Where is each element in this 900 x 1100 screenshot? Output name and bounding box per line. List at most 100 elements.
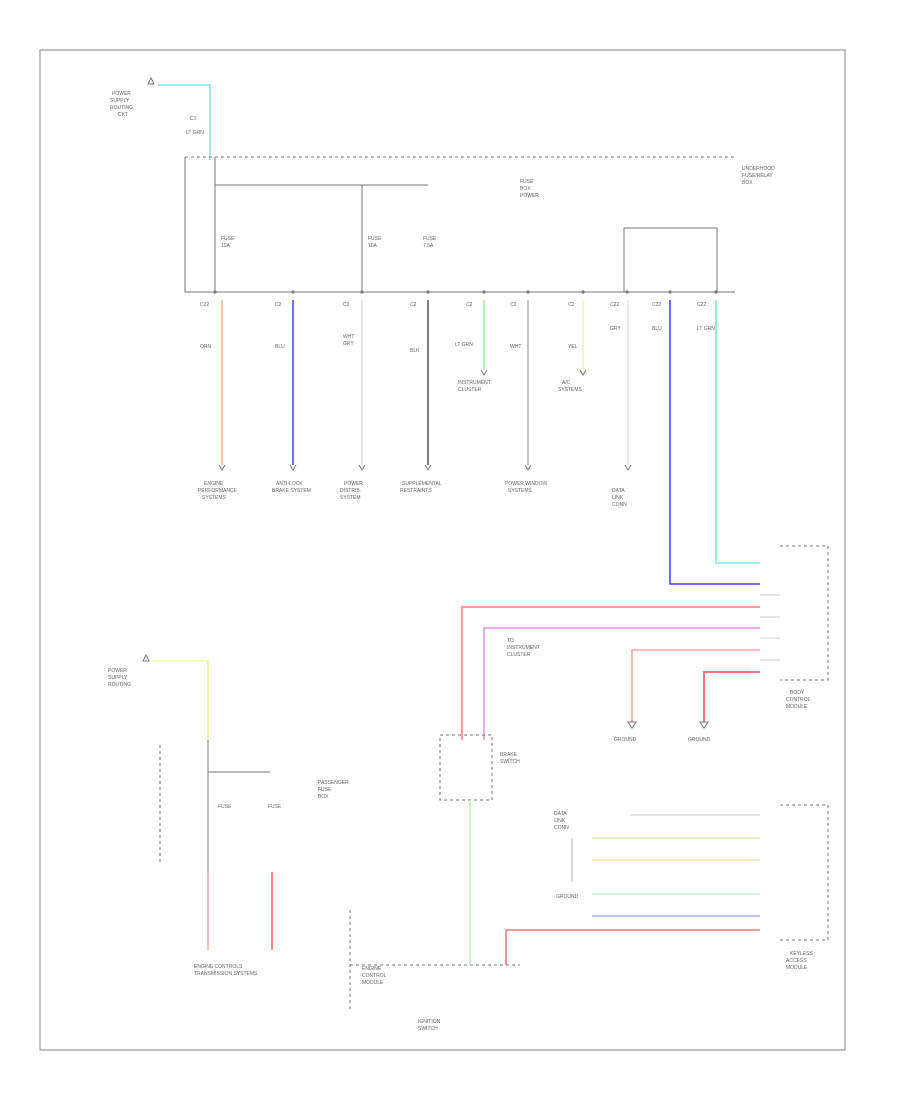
svg-text:C2: C2 xyxy=(410,302,417,308)
svg-text:CLUSTER: CLUSTER xyxy=(507,652,531,658)
fuse-terminals xyxy=(213,290,718,294)
lower-right-module xyxy=(780,804,829,941)
svg-text:BOX: BOX xyxy=(520,186,531,192)
svg-text:SYSTEMS: SYSTEMS xyxy=(558,387,583,393)
svg-text:POWER: POWER xyxy=(108,668,127,674)
svg-text:KEYLESS: KEYLESS xyxy=(790,951,813,957)
svg-text:WHT: WHT xyxy=(510,344,521,350)
battery-source-top: POWER SUPPLY ROUTING CKT xyxy=(110,76,155,118)
svg-text:FUSE: FUSE xyxy=(423,236,437,242)
svg-text:GRY: GRY xyxy=(610,326,621,332)
svg-text:C22: C22 xyxy=(652,302,661,308)
svg-text:SUPPLY: SUPPLY xyxy=(108,675,128,681)
svg-text:SYSTEMS: SYSTEMS xyxy=(202,495,227,501)
svg-text:DATA: DATA xyxy=(554,811,567,817)
wire-red-short xyxy=(703,671,760,722)
svg-text:SYSTEM: SYSTEM xyxy=(340,495,361,501)
svg-text:CONN: CONN xyxy=(554,825,569,831)
svg-text:DISTRIB.: DISTRIB. xyxy=(340,488,361,494)
svg-text:FUSE/RELAY: FUSE/RELAY xyxy=(742,173,773,179)
svg-text:LINK: LINK xyxy=(612,495,624,501)
svg-text:SYSTEMS: SYSTEMS xyxy=(508,488,533,494)
destination-arrows xyxy=(218,369,632,471)
svg-text:CONTROL: CONTROL xyxy=(786,697,811,703)
svg-text:YEL: YEL xyxy=(568,344,578,350)
svg-text:ORN: ORN xyxy=(200,344,212,350)
svg-text:BRAKE SYSTEM: BRAKE SYSTEM xyxy=(272,488,311,494)
svg-text:WHT: WHT xyxy=(343,334,354,340)
wire-red-bottom xyxy=(505,929,760,965)
svg-text:POWER WINDOW: POWER WINDOW xyxy=(505,481,547,487)
svg-text:UNDERHOOD: UNDERHOOD xyxy=(742,166,775,172)
wire-cyan-right xyxy=(715,300,760,564)
svg-text:PERFORMANCE: PERFORMANCE xyxy=(198,488,238,494)
svg-text:FUSE: FUSE xyxy=(218,804,232,810)
svg-text:INSTRUMENT: INSTRUMENT xyxy=(458,380,491,386)
svg-text:FUSE: FUSE xyxy=(318,787,332,793)
lower-right-connector-wires xyxy=(571,814,760,917)
svg-text:C22: C22 xyxy=(610,302,619,308)
svg-text:MODULE: MODULE xyxy=(786,704,808,710)
svg-text:A/C: A/C xyxy=(562,380,571,386)
svg-text:CONTROL: CONTROL xyxy=(362,973,387,979)
svg-text:GROUND: GROUND xyxy=(614,737,637,743)
wire-cyan-top xyxy=(158,84,211,160)
svg-text:INSTRUMENT: INSTRUMENT xyxy=(507,645,540,651)
svg-text:SUPPLEMENTAL: SUPPLEMENTAL xyxy=(402,481,442,487)
svg-text:POWER: POWER xyxy=(344,481,363,487)
svg-text:BODY: BODY xyxy=(790,690,805,696)
svg-text:C22: C22 xyxy=(200,302,209,308)
svg-text:TRANSMISSION SYSTEMS: TRANSMISSION SYSTEMS xyxy=(194,971,258,977)
svg-text:CKT: CKT xyxy=(118,112,128,118)
svg-text:SWITCH: SWITCH xyxy=(500,759,520,765)
svg-text:CONN: CONN xyxy=(612,502,627,508)
control-unit-outline xyxy=(780,545,829,681)
svg-text:POWER: POWER xyxy=(112,91,131,97)
svg-text:BLU: BLU xyxy=(275,344,285,350)
svg-text:BLK: BLK xyxy=(410,348,420,354)
wire-yellow-lower xyxy=(152,660,209,740)
svg-text:FUSE: FUSE xyxy=(268,804,282,810)
svg-text:LT GRN: LT GRN xyxy=(455,342,473,348)
svg-text:RESTRAINTS: RESTRAINTS xyxy=(400,488,432,494)
svg-text:C2: C2 xyxy=(510,302,517,308)
fuse-bus-line xyxy=(214,157,428,292)
relay-block xyxy=(623,227,718,293)
svg-text:CLUSTER: CLUSTER xyxy=(458,387,482,393)
svg-text:C2: C2 xyxy=(568,302,575,308)
svg-text:MODULE: MODULE xyxy=(362,980,384,986)
svg-text:C2: C2 xyxy=(275,302,282,308)
svg-text:POWER: POWER xyxy=(520,193,539,199)
center-switch xyxy=(439,734,493,801)
svg-text:10A: 10A xyxy=(368,243,378,249)
svg-text:10A: 10A xyxy=(221,243,231,249)
svg-text:ROUTING: ROUTING xyxy=(110,105,133,111)
svg-text:PASSENGER: PASSENGER xyxy=(318,780,349,786)
svg-text:ENGINE: ENGINE xyxy=(204,481,224,487)
svg-text:ACCESS: ACCESS xyxy=(786,958,807,964)
battery-source-lower: POWER SUPPLY ROUTING xyxy=(108,653,150,688)
svg-text:C2: C2 xyxy=(343,302,350,308)
svg-text:SUPPLY: SUPPLY xyxy=(110,98,130,104)
svg-text:BRAKE: BRAKE xyxy=(500,752,518,758)
svg-text:BOX: BOX xyxy=(318,794,329,800)
svg-text:ROUTING: ROUTING xyxy=(108,682,131,688)
svg-text:ENGINE: ENGINE xyxy=(362,966,382,972)
wire-blue-right xyxy=(669,300,760,585)
svg-text:7.5A: 7.5A xyxy=(423,243,434,249)
svg-text:GROUND: GROUND xyxy=(556,894,579,900)
svg-text:LT GRN: LT GRN xyxy=(697,326,715,332)
svg-text:FUSE: FUSE xyxy=(368,236,382,242)
svg-text:SWITCH: SWITCH xyxy=(418,1026,438,1032)
wire-magenta xyxy=(483,627,760,740)
svg-text:C1: C1 xyxy=(190,116,197,122)
svg-text:MODULE: MODULE xyxy=(786,965,808,971)
svg-text:DATA: DATA xyxy=(612,488,625,494)
diagram-frame xyxy=(39,49,846,1051)
svg-text:BOX: BOX xyxy=(742,180,753,186)
svg-text:GRY: GRY xyxy=(343,341,354,347)
svg-text:LT GRN: LT GRN xyxy=(186,130,204,136)
lower-module-outline xyxy=(349,910,520,1010)
wire-pink xyxy=(631,649,760,722)
